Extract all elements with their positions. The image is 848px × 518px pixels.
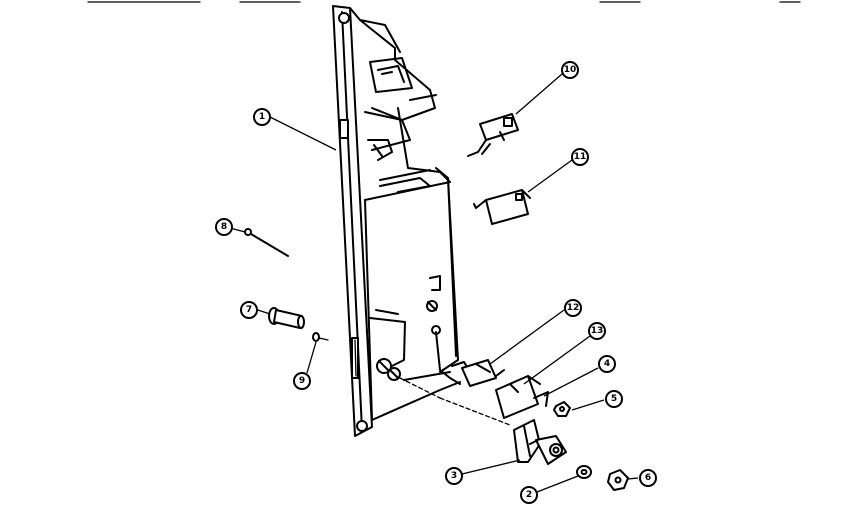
micro-switch-10 [467, 113, 519, 157]
leader-lines [229, 73, 639, 493]
callout-2: 2 [520, 486, 538, 504]
callout-5: 5 [605, 390, 623, 408]
micro-switch-13 [495, 375, 541, 419]
screw-9 [312, 332, 329, 342]
callout-label: 5 [611, 394, 617, 404]
callout-label: 13 [591, 326, 604, 336]
callout-7: 7 [240, 301, 258, 319]
callout-label: 8 [221, 222, 227, 232]
callout-label: 11 [574, 152, 587, 162]
callout-label: 2 [526, 490, 532, 500]
callout-6: 6 [639, 469, 657, 487]
callout-label: 10 [564, 65, 577, 75]
callout-1: 1 [253, 108, 271, 126]
mounting-plate [332, 5, 373, 437]
callout-label: 3 [451, 471, 457, 481]
callout-label: 6 [645, 473, 651, 483]
nut-6 [607, 469, 629, 491]
callout-label: 9 [299, 376, 305, 386]
bracket-4 [533, 391, 549, 407]
callout-label: 4 [604, 359, 610, 369]
callout-12: 12 [564, 299, 582, 317]
actuator-lever-12 [461, 359, 505, 387]
callout-4: 4 [598, 355, 616, 373]
callout-label: 12 [567, 303, 580, 313]
pin-7 [268, 307, 305, 329]
callout-9: 9 [293, 372, 311, 390]
callout-11: 11 [571, 148, 589, 166]
bracket-body [349, 7, 511, 426]
callout-label: 7 [246, 305, 252, 315]
hinge-lever-3 [513, 419, 567, 465]
callout-10: 10 [561, 61, 579, 79]
callout-3: 3 [445, 467, 463, 485]
callout-label: 1 [259, 112, 265, 122]
nut-5 [553, 401, 571, 417]
screw-8 [244, 228, 289, 257]
callout-8: 8 [215, 218, 233, 236]
callout-13: 13 [588, 322, 606, 340]
micro-switch-11 [473, 189, 531, 225]
washer-2 [576, 465, 592, 479]
